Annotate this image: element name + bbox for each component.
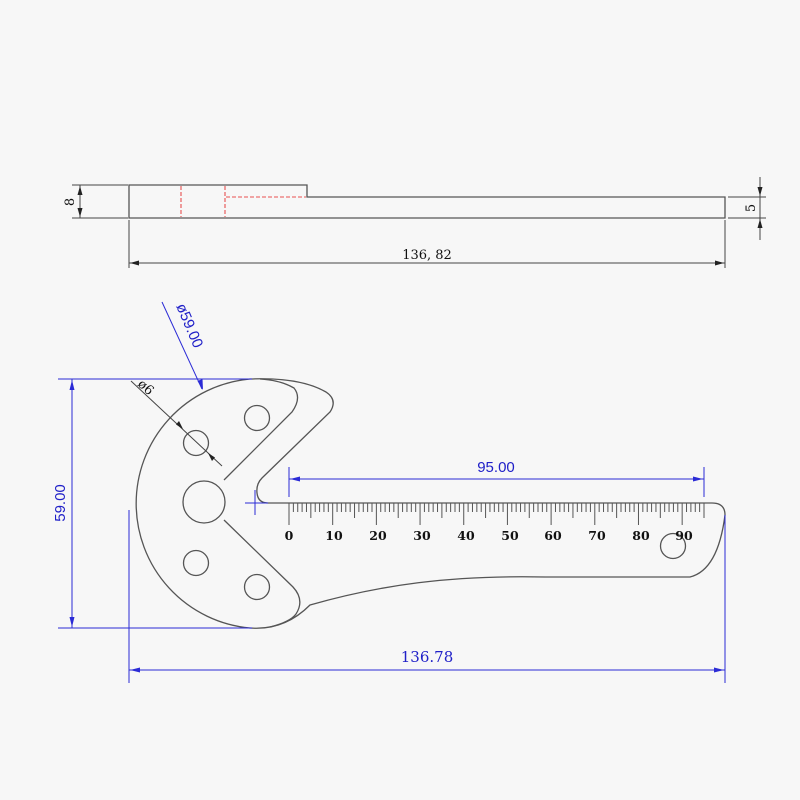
hub-slot-outline-lower [223,519,301,628]
hole-diameter-label: ø6 [134,377,156,399]
svg-text:10: 10 [325,528,343,543]
overall-length-label: 136.78 [401,648,454,666]
mount-hole [182,549,210,577]
mount-hole [243,404,271,432]
svg-text:90: 90 [675,528,693,543]
mount-hole [243,573,271,601]
side-view: 8 5 136, 82 [63,177,766,268]
svg-text:70: 70 [588,528,606,543]
top-view: 0 10 20 30 40 50 60 70 80 90 ø59.00 ø6 [52,301,726,683]
thickness-hub-label: 8 [63,198,78,206]
hub-hole [182,480,226,524]
svg-text:30: 30 [413,528,431,543]
mount-hole [182,429,210,457]
side-length-label: 136, 82 [402,248,452,263]
svg-text:80: 80 [632,528,650,543]
ruler-labels: 0 10 20 30 40 50 60 70 80 90 [285,528,693,543]
hang-hole [659,532,687,560]
thickness-blade-label: 5 [744,204,759,212]
ruler-scale [288,503,705,525]
diameter-label: ø59.00 [172,301,206,351]
svg-text:40: 40 [457,528,475,543]
svg-text:20: 20 [369,528,387,543]
svg-text:0: 0 [285,528,294,543]
scale-length-label: 95.00 [477,459,515,476]
height-label: 59.00 [52,484,69,522]
hub-slot-outline [223,378,299,481]
top-view-outline [135,378,726,629]
svg-text:50: 50 [501,528,519,543]
svg-text:60: 60 [544,528,562,543]
side-view-outline [128,184,726,219]
